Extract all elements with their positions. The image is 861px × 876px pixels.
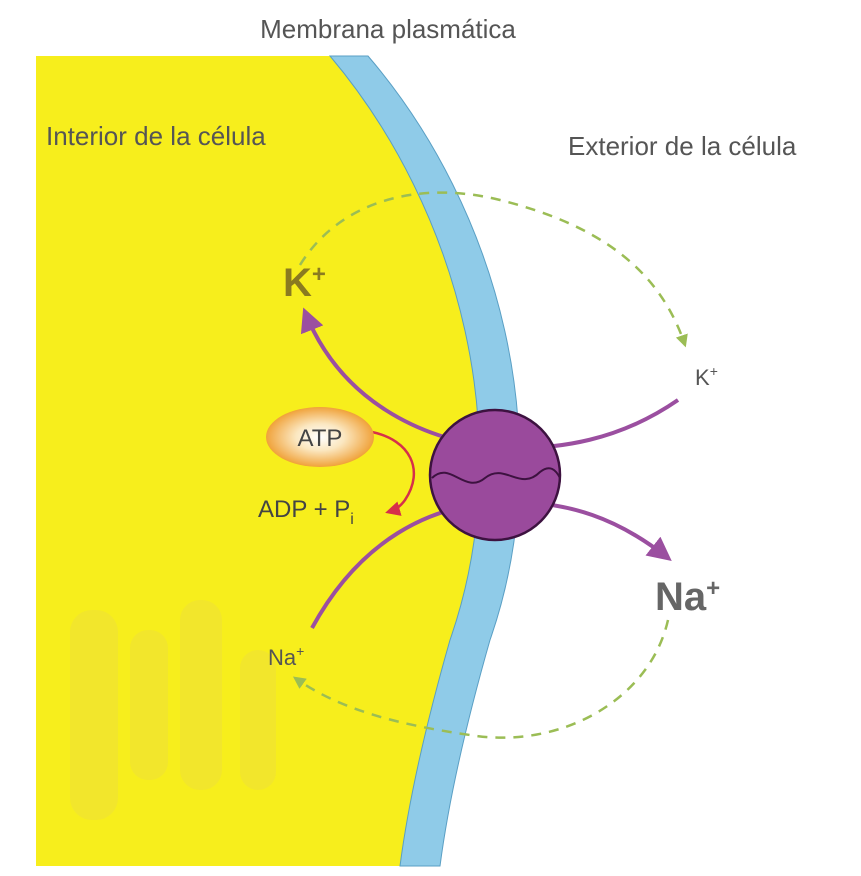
- adp-label: ADP + Pi: [258, 496, 354, 528]
- na-small-label: Na+: [268, 643, 304, 670]
- k-return-dashed-arrow: [298, 191, 688, 348]
- plasma-membrane: [328, 55, 520, 867]
- atp-label: ATP: [298, 425, 343, 452]
- na-return-dashed-arrow: [292, 619, 670, 739]
- atp-hydrolysis-arrow: [371, 430, 416, 516]
- exterior-label: Exterior de la célula: [568, 131, 797, 161]
- interior-label: Interior de la célula: [46, 121, 266, 151]
- sodium-potassium-pump: [428, 408, 562, 542]
- k-small-label: K+: [695, 363, 718, 390]
- atp-oval: [266, 407, 374, 467]
- na-large-label: Na+: [655, 575, 720, 619]
- background-organelles: [70, 600, 276, 820]
- membrane-title: Membrana plasmática: [260, 14, 516, 44]
- k-large-label: K+: [283, 261, 326, 305]
